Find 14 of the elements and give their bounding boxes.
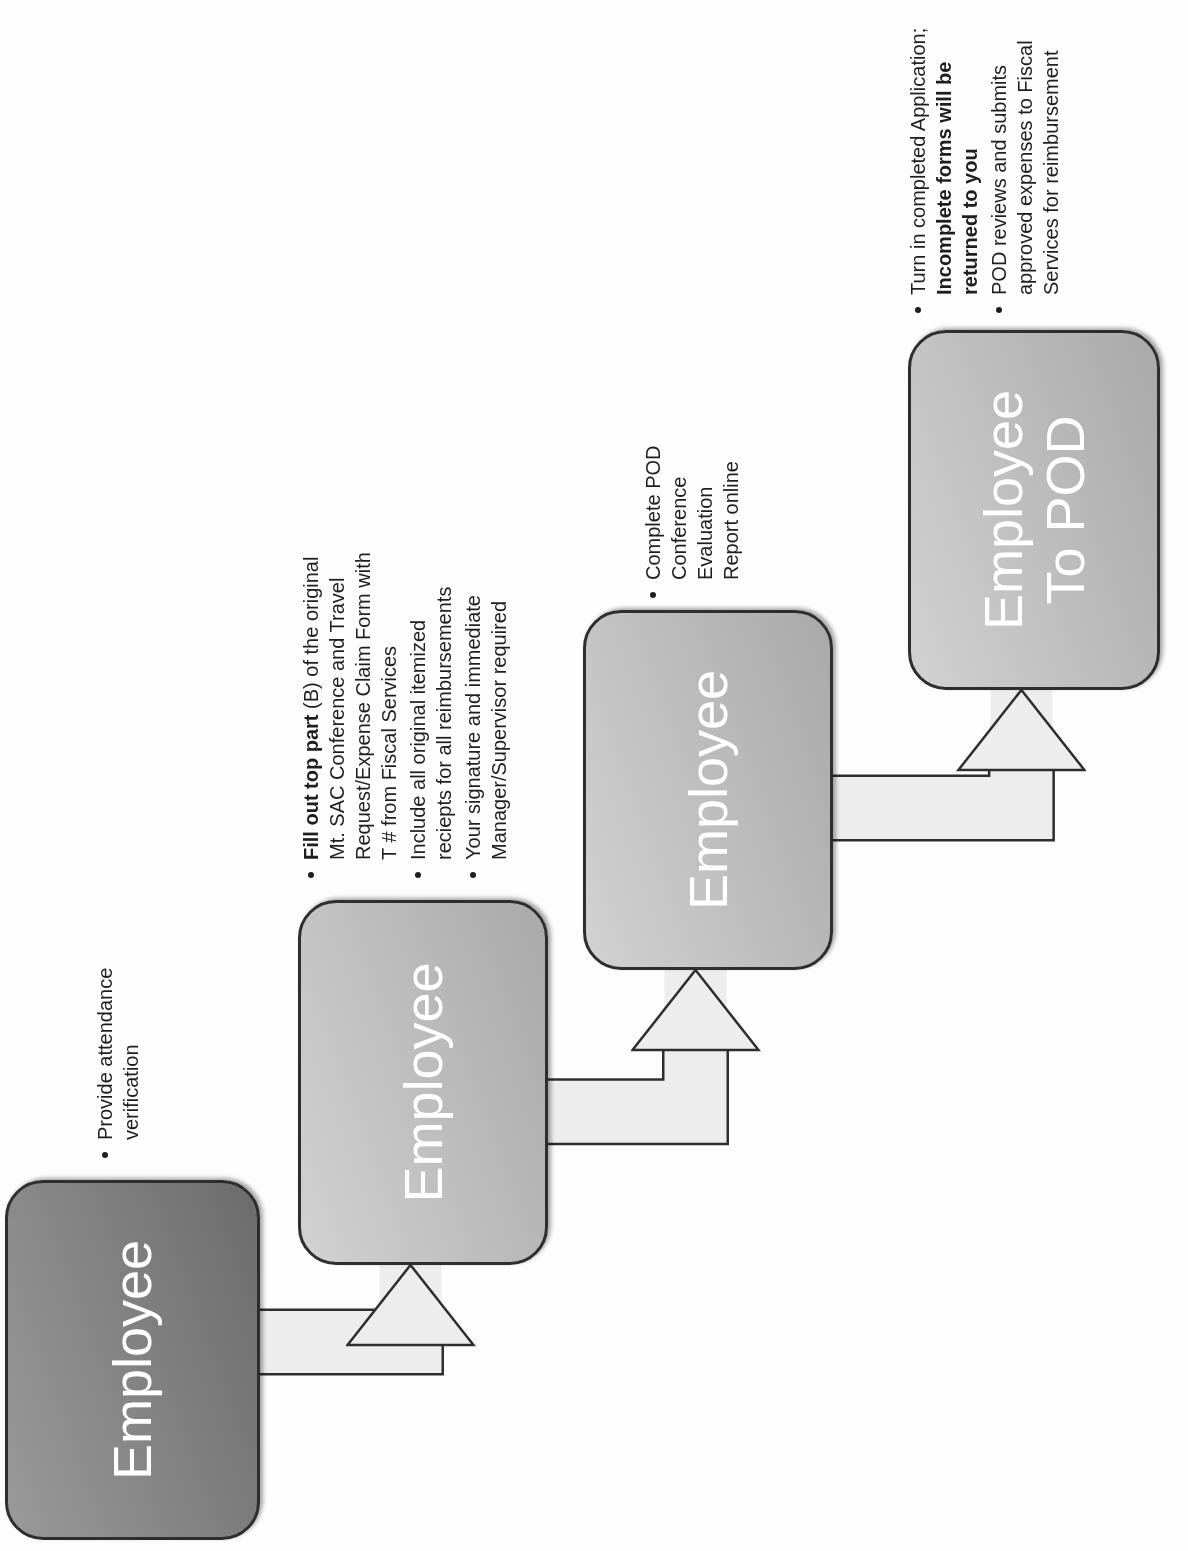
bullet-text: Your signature and immediate Manager/Supervisor required <box>461 594 511 860</box>
bullet-text: Provide attendance verification <box>93 966 143 1140</box>
bullet-text: Complete POD Conference Evaluation Report online <box>641 444 743 580</box>
bullet-text: Include all original itemized reciepts for all reimbursements <box>406 585 456 860</box>
rounded-box <box>5 1180 260 1540</box>
box-label: Employee To POD <box>971 388 1096 633</box>
box-label: Employee <box>391 962 454 1203</box>
rounded-box <box>298 900 548 1265</box>
rounded-box <box>908 330 1160 690</box>
bullet-text: Turn in completed Application; Incomplete forms will be returned to you <box>906 26 982 295</box>
rounded-box <box>583 610 833 970</box>
box-label: Employee <box>101 1239 164 1481</box>
bullet-text: POD reviews and submits approved expenses to Fiscal Services for reimbursement <box>987 39 1063 295</box>
box-label: Employee <box>676 669 739 911</box>
